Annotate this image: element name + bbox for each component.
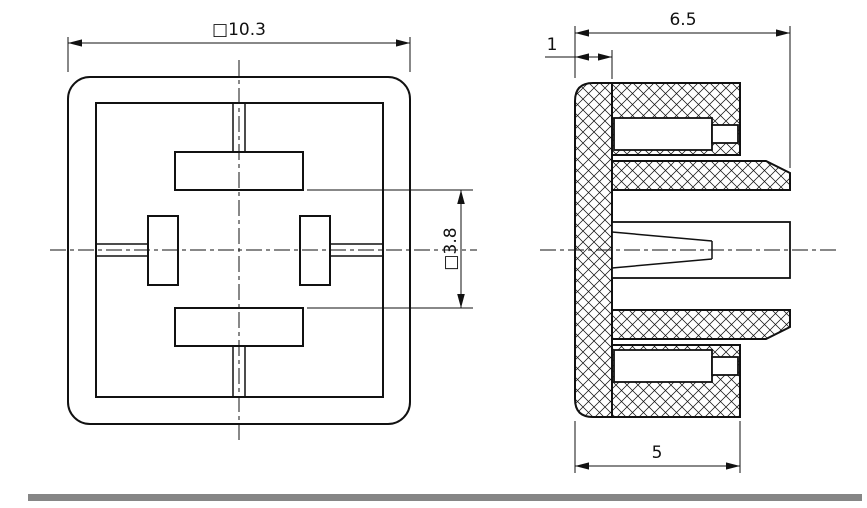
side-top-slot (613, 117, 713, 151)
dim-arrow-right (396, 39, 410, 47)
bottom-divider (28, 494, 862, 501)
dim-side-width: 6.5 (574, 10, 791, 168)
side-bottom-slot (613, 349, 713, 383)
dim-front-overall: □10.3 (67, 20, 411, 72)
dim-arrow-up (457, 190, 465, 204)
dim-arrow-left (575, 462, 589, 470)
dim-arrow-left (68, 39, 82, 47)
dim-side-width-extension-lines (574, 26, 791, 168)
front-connector-lines (96, 103, 383, 397)
dim-arrow-right (776, 29, 790, 37)
dim-side-depth: 5 (574, 421, 741, 473)
dim-arrow-down (457, 294, 465, 308)
dim-arrow-left (575, 29, 589, 37)
dim-side-width-label: 6.5 (669, 10, 696, 30)
dim-side-wall-label: 1 (547, 35, 558, 55)
dim-front-inner-label: □3.8 (441, 227, 461, 270)
side-lower-prong (611, 309, 791, 340)
side-upper-prong (611, 160, 791, 191)
dim-arrow-right (598, 53, 612, 61)
side-top-slot-step (711, 124, 739, 144)
dim-side-depth-extension-lines (574, 421, 741, 473)
dim-side-wall: 1 (545, 35, 613, 79)
dim-front-overall-label: □10.3 (212, 20, 266, 40)
dim-arrow-right (726, 462, 740, 470)
dim-front-inner: □3.8 (307, 189, 473, 309)
centerlines (50, 60, 838, 441)
dim-front-inner-extension-lines (307, 189, 473, 309)
side-bottom-slot-step (711, 356, 739, 376)
dim-side-depth-label: 5 (652, 443, 663, 463)
dim-arrow-left (575, 53, 589, 61)
side-left-wall (574, 82, 613, 418)
side-section-view (574, 82, 791, 418)
